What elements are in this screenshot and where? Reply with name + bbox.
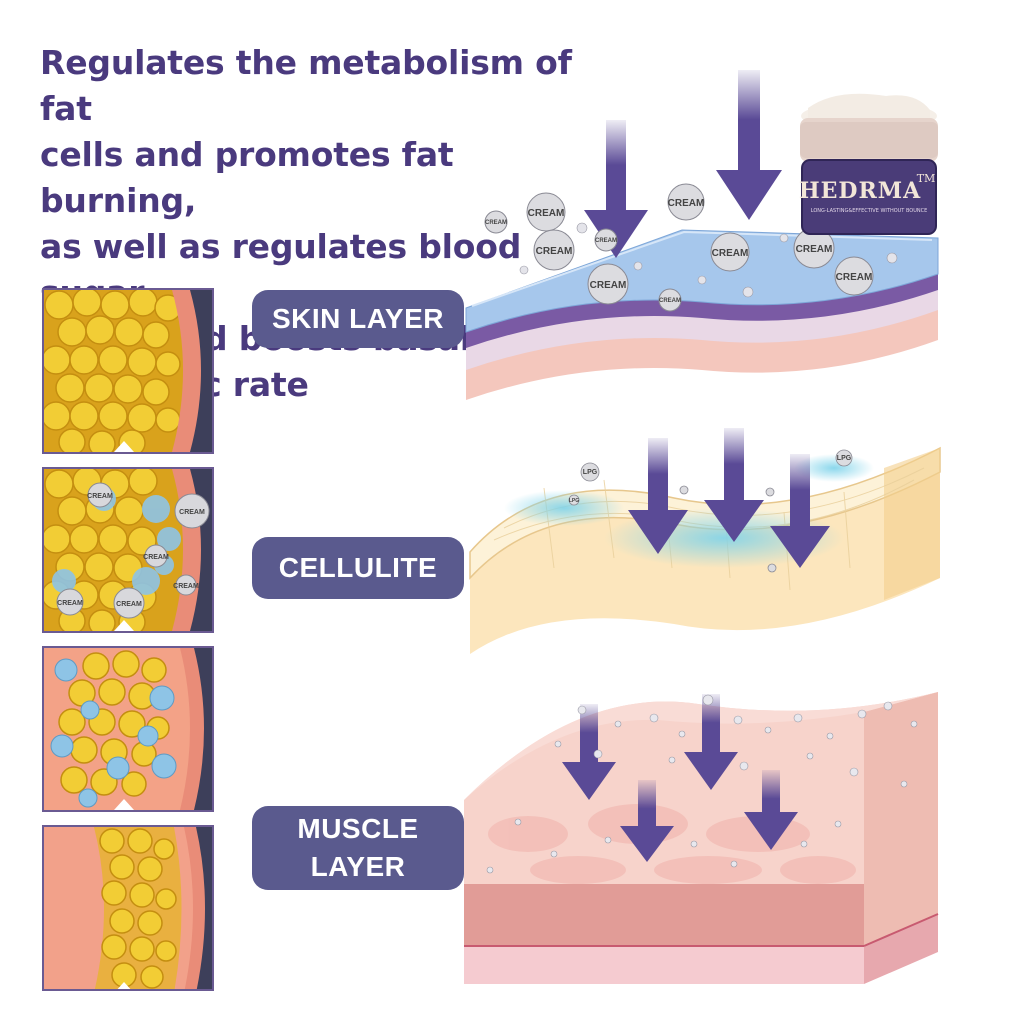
product-jar: HEDRMA TM LONG-LASTING&EFFECTIVE WITHOUT… [799, 93, 938, 235]
bubble-label: CREAM [179, 509, 205, 516]
bubble-label: CREAM [712, 248, 749, 259]
bubble-label: LPG [583, 469, 598, 476]
bubble-label: CREAM [595, 238, 617, 244]
bubble-label: CREAM [659, 298, 681, 304]
skin-layer-label: SKIN LAYER [252, 290, 464, 348]
bubble-label: LPG [569, 498, 579, 504]
muscle-layer-illustration [464, 692, 939, 984]
bubble-label: CREAM [796, 244, 833, 255]
bubble-label: CREAM [87, 493, 113, 500]
bubble-label: CREAM [528, 208, 565, 219]
cellulite-illustration: LPG LPG LPG [469, 428, 941, 654]
muscle-layer-label: MUSCLE LAYER [252, 806, 464, 890]
bubble-label: CREAM [536, 246, 573, 257]
product-tagline: LONG-LASTING&EFFECTIVE WITHOUT BOUNCE [811, 208, 928, 214]
bubble-label: CREAM [485, 220, 507, 226]
bubble-label: CREAM [590, 280, 627, 291]
fat-panel-4 [42, 825, 214, 991]
bubble-label: CREAM [836, 272, 873, 283]
skin-layer-illustration: CREAM CREAM CREAM CREAM CREAM CREAM CREA… [465, 70, 939, 400]
bubble-label: CREAM [173, 583, 199, 590]
bubble-label: LPG [837, 455, 852, 462]
fat-panel-3 [42, 646, 214, 812]
fat-panel-1 [42, 288, 214, 454]
bubble-label: CREAM [668, 198, 705, 209]
product-trademark: TM [917, 172, 936, 185]
fat-panel-2: CREAM CREAM CREAM CREAM CREAM CREAM [42, 467, 214, 633]
product-brand: HEDRMA [799, 178, 921, 204]
cellulite-label: CELLULITE [252, 537, 464, 599]
bubble-label: CREAM [143, 554, 169, 561]
bubble-label: CREAM [57, 600, 83, 607]
bubble-label: CREAM [116, 601, 142, 608]
